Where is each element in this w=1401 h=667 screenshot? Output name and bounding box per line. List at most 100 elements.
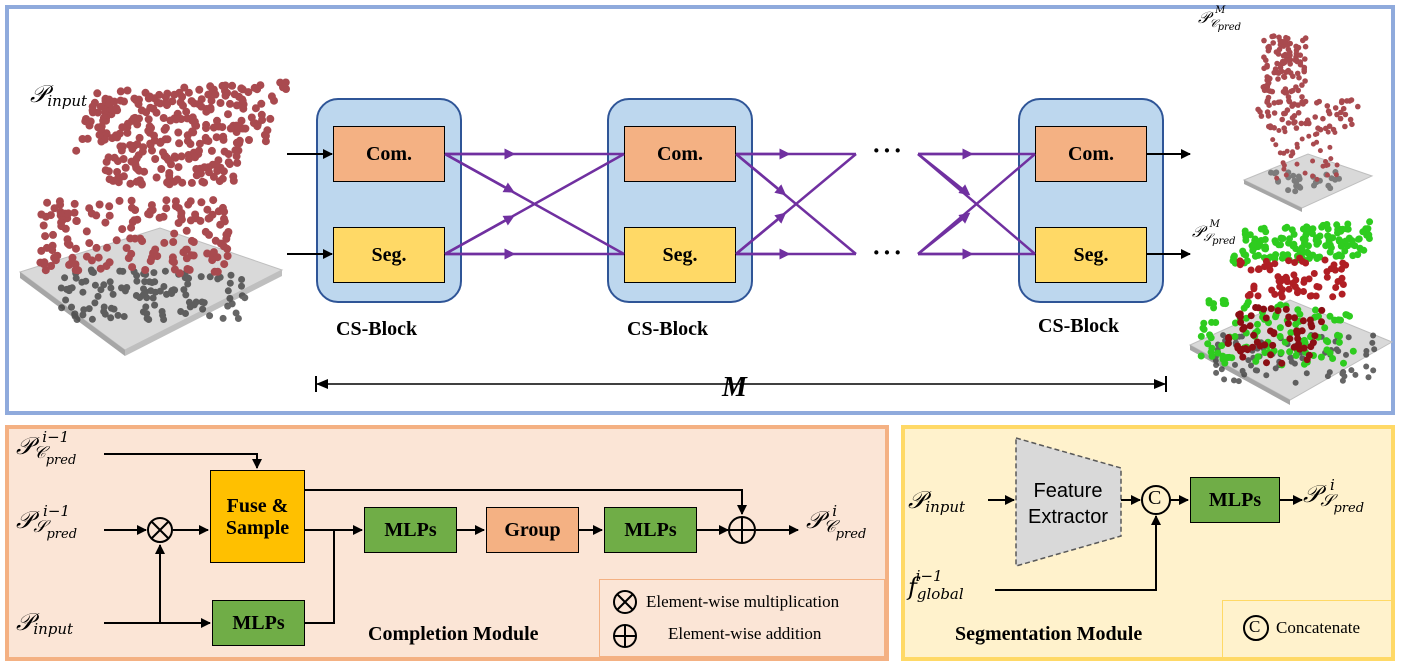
- point: [85, 204, 94, 213]
- point: [1240, 304, 1248, 312]
- point: [220, 147, 229, 156]
- point: [1329, 234, 1337, 242]
- point: [192, 171, 201, 180]
- point: [195, 85, 204, 94]
- completion-mlps-box-1: MLPs: [364, 507, 457, 553]
- point: [232, 309, 240, 317]
- point: [192, 298, 200, 306]
- point: [184, 280, 192, 288]
- point: [180, 286, 188, 294]
- point: [1208, 344, 1216, 352]
- point: [57, 284, 65, 292]
- point: [191, 153, 200, 162]
- point: [1354, 251, 1362, 259]
- point: [1282, 305, 1290, 313]
- point: [107, 284, 115, 292]
- point: [1246, 231, 1254, 239]
- point: [1315, 283, 1323, 291]
- point: [184, 200, 193, 209]
- point: [203, 249, 212, 258]
- point: [1275, 76, 1281, 82]
- point: [73, 316, 81, 323]
- group-box: Group: [486, 507, 579, 553]
- point: [1321, 324, 1329, 332]
- point: [100, 281, 108, 289]
- point: [1258, 113, 1265, 119]
- point: [215, 177, 224, 186]
- point: [1312, 236, 1320, 244]
- legend-concatenate-label: Concatenate: [1276, 618, 1361, 637]
- point: [1333, 172, 1339, 178]
- point: [182, 226, 191, 235]
- point: [64, 209, 73, 218]
- point: [149, 294, 157, 302]
- point: [71, 260, 80, 269]
- point: [1293, 125, 1300, 131]
- point: [1293, 50, 1300, 57]
- point: [1224, 340, 1232, 347]
- point: [112, 236, 121, 245]
- point: [174, 128, 183, 137]
- point: [1324, 338, 1332, 346]
- point: [93, 89, 102, 98]
- point: [1294, 289, 1301, 297]
- point: [107, 304, 115, 312]
- point: [1221, 359, 1229, 367]
- point: [204, 214, 213, 223]
- segmentation-global-feature-label: fglobali−1: [908, 566, 964, 604]
- point: [72, 146, 81, 155]
- point: [1308, 230, 1316, 238]
- point: [70, 208, 79, 217]
- point: [1231, 333, 1239, 340]
- point: [203, 205, 212, 214]
- point: [146, 103, 155, 112]
- cs-block-3-com-box: Com.: [1035, 126, 1147, 182]
- point: [177, 209, 186, 217]
- point: [1271, 100, 1278, 106]
- point: [101, 166, 110, 175]
- point: [1285, 285, 1293, 293]
- point: [109, 290, 117, 298]
- cs-block-3-seg-box: Seg.: [1035, 227, 1147, 283]
- point: [1256, 240, 1263, 248]
- point: [207, 96, 216, 105]
- point: [1365, 231, 1373, 239]
- point: [1271, 110, 1278, 116]
- point: [1271, 33, 1277, 39]
- point: [266, 114, 275, 123]
- point: [1323, 125, 1329, 132]
- point: [1246, 290, 1254, 298]
- point: [237, 116, 246, 125]
- point: [234, 146, 243, 155]
- point: [1302, 231, 1310, 239]
- point: [1327, 144, 1333, 150]
- point: [222, 234, 231, 243]
- point: [224, 158, 233, 167]
- point: [1343, 351, 1349, 358]
- point: [1213, 369, 1220, 376]
- point: [1355, 103, 1361, 110]
- point: [1299, 136, 1305, 142]
- point: [245, 136, 253, 144]
- point: [1338, 290, 1346, 298]
- point: [1313, 255, 1321, 262]
- point: [1269, 88, 1276, 95]
- point: [1364, 225, 1372, 233]
- m-label: M: [722, 372, 747, 403]
- cs-block-1-caption: CS-Block: [336, 318, 418, 340]
- point: [1244, 346, 1252, 354]
- point: [1318, 318, 1325, 326]
- point: [1349, 347, 1357, 355]
- point: [1369, 339, 1376, 346]
- point: [1242, 236, 1250, 244]
- point: [1277, 349, 1285, 357]
- point: [170, 229, 179, 238]
- point: [1285, 313, 1293, 321]
- point: [1225, 334, 1232, 341]
- point: [1342, 311, 1350, 319]
- point: [1264, 87, 1271, 93]
- point: [230, 90, 239, 99]
- point: [133, 277, 141, 285]
- point: [228, 81, 237, 90]
- point: [157, 165, 166, 173]
